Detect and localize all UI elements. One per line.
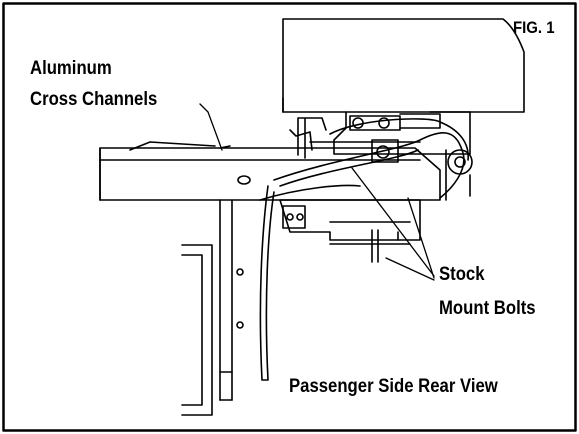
lower-bracket <box>181 244 213 416</box>
leader-aluminum <box>199 103 223 151</box>
label-aluminum-line2: Cross Channels <box>30 89 158 110</box>
upper-bolt-2 <box>378 117 390 129</box>
leader-stock-2 <box>385 257 435 281</box>
lower-mount-block <box>279 199 421 241</box>
stock-bolt-lower <box>371 229 379 263</box>
figure-number: FIG. 1 <box>513 18 555 37</box>
label-aluminum-line1: Aluminum <box>30 58 112 79</box>
upper-bracket <box>333 111 471 155</box>
view-caption: Passenger Side Rear View <box>289 376 498 397</box>
leader-stock-3 <box>407 197 435 279</box>
label-stock-line2: Mount Bolts <box>439 298 536 319</box>
top-housing <box>282 18 525 113</box>
cable-outer <box>259 185 275 381</box>
vertical-post <box>219 199 233 401</box>
cross-channel <box>99 147 441 201</box>
cable-main <box>273 132 465 199</box>
label-stock-line1: Stock <box>439 264 485 285</box>
channel-bolt <box>237 175 251 185</box>
leader-stock-1 <box>351 167 435 277</box>
